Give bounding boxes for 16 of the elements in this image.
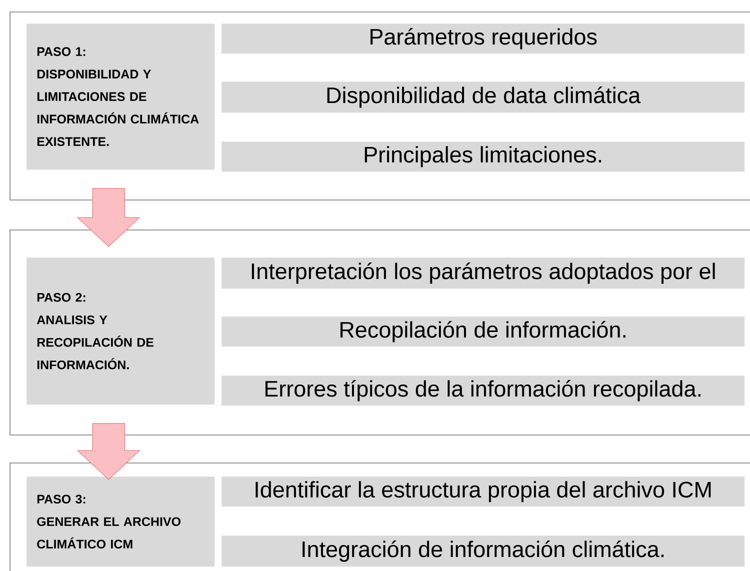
item-box: Principales limitaciones. (222, 142, 745, 172)
item-box: Recopilación de información. (222, 316, 745, 347)
step-panel (10, 12, 750, 200)
item-box: Parámetros requeridos (222, 24, 745, 54)
step-label-box: PASO 2: ANALISIS Y RECOPILACIÓN DE INFORMACIÓN. (26, 258, 215, 405)
step-panel (10, 230, 750, 436)
item-box: Identificar la estructura propia del archivo ICM (222, 476, 745, 507)
step-panel (10, 462, 750, 571)
item-box: Disponibilidad de data climática (222, 82, 745, 113)
step-label-box: PASO 3: GENERAR EL ARCHIVO CLIMÁTICO ICM (26, 476, 215, 567)
block-arrow (76, 423, 140, 480)
item-box: Interpretación los parámetros adoptados por el (222, 258, 745, 289)
item-box: Errores típicos de la información recopilada. (222, 376, 745, 406)
block-arrow (76, 188, 140, 248)
step-label-box: PASO 1: DISPONIBILIDAD Y LIMITACIONES DE INFORMACIÓN CLIMÁTICA EXISTENTE. (26, 24, 215, 170)
item-box: Integración de información climática. (222, 536, 745, 567)
